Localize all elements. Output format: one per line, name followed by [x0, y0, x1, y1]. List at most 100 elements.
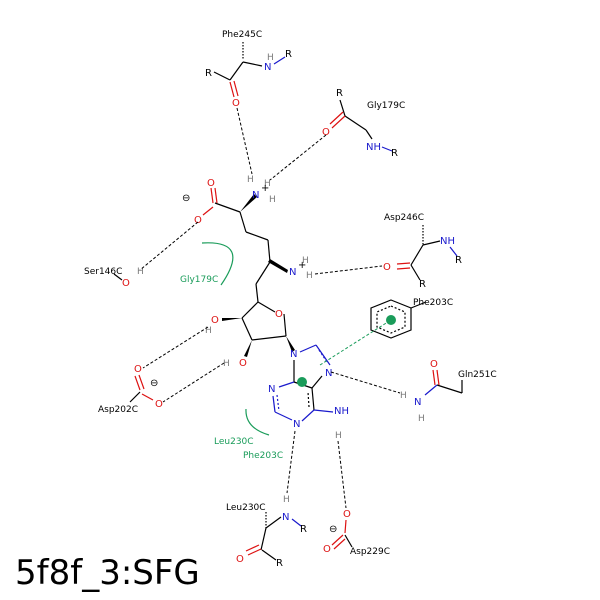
atom-o: O [343, 509, 351, 520]
residue-asp246c: Asp246C NH R O R [383, 213, 462, 290]
bond [245, 231, 269, 241]
bond [274, 411, 293, 421]
caption: 5f8f_3:SFG [15, 553, 200, 593]
atom-r: R [205, 68, 212, 79]
atom-o: O [323, 544, 331, 555]
residue-label-gly179c: Gly179C [367, 101, 405, 111]
atom-h: H [137, 267, 144, 277]
atom-h: H [269, 195, 276, 205]
hydrophobic-label-gly179c: Gly179C [180, 275, 218, 285]
hydrophobic-label-phe203c: Phe203C [243, 451, 283, 461]
bond [229, 61, 244, 81]
double-bond [331, 534, 344, 546]
residue-label-asp229c: Asp229C [350, 547, 390, 557]
bond [278, 381, 295, 388]
pi-stacking-phe203c [319, 319, 392, 366]
bond [267, 239, 271, 263]
bond [344, 115, 367, 131]
stereo-wedge [222, 318, 242, 321]
bond [239, 211, 247, 233]
residue-ser146c: Ser146C O H [84, 267, 144, 289]
atom-n: N [290, 349, 297, 360]
stereo-wedge [244, 340, 252, 357]
atom-o: O [155, 399, 163, 410]
charge-plus: + [298, 260, 306, 271]
atom-h: H [223, 359, 230, 369]
stereo-wedge [240, 194, 257, 212]
stereo-wedge [286, 336, 295, 352]
hbond-asp202c-o1 [142, 326, 209, 369]
hbond-phe245c [236, 107, 253, 175]
double-bond [134, 375, 141, 391]
residue-label-ser146c: Ser146C [84, 267, 122, 277]
hydrophobic-arc-gly179c [201, 242, 234, 286]
bond [272, 395, 276, 413]
atom-o: O [207, 178, 215, 189]
atom-r: R [276, 558, 283, 569]
atom-h: H [335, 431, 342, 441]
double-bond [436, 369, 440, 386]
ligand-adenine: N N N N NH H [268, 344, 349, 441]
charge-minus: ⊖ [150, 378, 158, 389]
double-bond [333, 538, 346, 550]
atom-o: O [383, 262, 391, 273]
aromatic-bond [276, 394, 280, 412]
double-bond [214, 187, 218, 204]
bond [449, 246, 458, 257]
residue-label-asp246c: Asp246C [384, 213, 424, 223]
bond [113, 273, 123, 281]
bond [311, 387, 315, 411]
hydrogen-bonds [139, 107, 401, 509]
bond [339, 99, 346, 117]
atom-o: O [194, 215, 202, 226]
ligand-core: N + H H O O H O H [205, 256, 313, 369]
atom-h: H [418, 414, 425, 424]
residue-label-asp202c: Asp202C [98, 405, 138, 415]
aromatic-bond [318, 349, 328, 363]
atom-o: O [239, 358, 247, 369]
bond [365, 129, 373, 140]
double-bond [229, 81, 235, 98]
atom-nh2: NH [334, 406, 349, 417]
residue-label-gln251c: Gln251C [458, 370, 497, 380]
hydrophobic-arc-leu230c [245, 408, 270, 436]
hbond-gly179c [269, 134, 327, 181]
residue-phe203c: Phe203C [370, 298, 453, 339]
double-bond [396, 262, 411, 265]
bond [241, 317, 253, 341]
atom-r: R [455, 255, 462, 266]
atom-r: R [300, 524, 307, 535]
atom-o: O [322, 127, 330, 138]
bond [311, 375, 323, 389]
bond [141, 393, 154, 401]
bond [255, 261, 271, 285]
bond [129, 391, 141, 403]
aromatic-bond [376, 305, 406, 334]
hbond-asp202c-o2 [162, 362, 225, 403]
atom-r: R [285, 49, 292, 60]
charge-plus: + [261, 183, 269, 194]
double-bond [245, 544, 260, 552]
bond [213, 71, 231, 81]
residue-phe245c: Phe245C N H R R O [205, 30, 292, 109]
atom-o: O [232, 98, 240, 109]
atom-h: H [247, 175, 254, 185]
bond [255, 283, 259, 303]
bond [251, 335, 287, 341]
atom-nh: NH [440, 236, 455, 247]
atom-h: H [400, 391, 407, 401]
bond [242, 61, 263, 67]
bond [436, 384, 463, 394]
atom-n: N [325, 368, 332, 379]
atom-n: N [293, 419, 300, 430]
atom-h: H [267, 53, 274, 63]
double-bond [210, 187, 214, 204]
double-bond [432, 369, 436, 386]
charge-minus: ⊖ [329, 524, 337, 535]
hydrophobic-contacts: Gly179C Leu230C Phe203C [180, 242, 283, 461]
bond [344, 519, 347, 534]
double-bond [331, 115, 346, 129]
double-bond [396, 267, 411, 270]
atom-h: H [205, 326, 212, 336]
hbond-leu230c [286, 430, 296, 494]
